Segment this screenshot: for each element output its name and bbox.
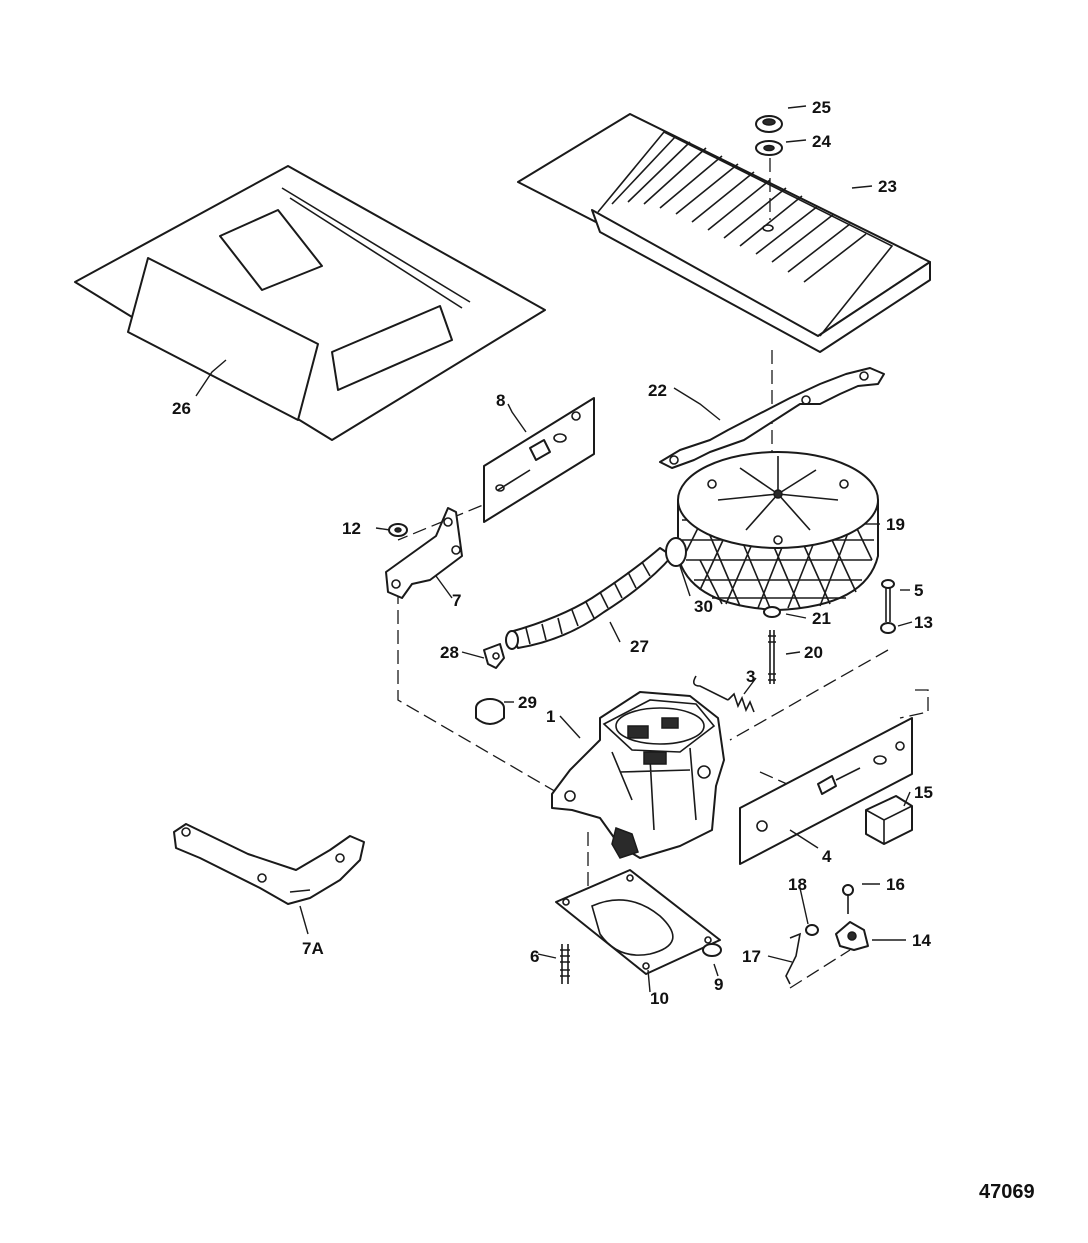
callout-20: 20 bbox=[804, 643, 823, 662]
part-27-hose[interactable] bbox=[505, 547, 673, 650]
callout-28: 28 bbox=[440, 643, 459, 662]
callout-14: 14 bbox=[912, 931, 931, 950]
callout-3: 3 bbox=[746, 667, 755, 686]
part-14-choke[interactable] bbox=[835, 921, 869, 951]
part-6-stud[interactable] bbox=[560, 944, 570, 984]
callout-30: 30 bbox=[694, 597, 713, 616]
callout-4: 4 bbox=[822, 847, 832, 866]
callout-15: 15 bbox=[914, 783, 933, 802]
callout-24: 24 bbox=[812, 132, 831, 151]
callout-17: 17 bbox=[742, 947, 761, 966]
part-21-washer[interactable] bbox=[763, 606, 781, 618]
callout-5: 5 bbox=[914, 581, 923, 600]
part-26-cover-plate[interactable] bbox=[74, 165, 546, 441]
callout-27: 27 bbox=[630, 637, 649, 656]
callout-26: 26 bbox=[172, 399, 191, 418]
part-13-nut[interactable] bbox=[880, 622, 896, 634]
part-23-finned-cover[interactable] bbox=[517, 113, 931, 353]
callout-19: 19 bbox=[886, 515, 905, 534]
part-4-plate[interactable] bbox=[739, 717, 913, 865]
assembly-line-left bbox=[397, 497, 571, 801]
part-24-washer[interactable] bbox=[755, 140, 783, 156]
part-3-spring[interactable] bbox=[692, 675, 755, 713]
part-20-stud[interactable] bbox=[768, 630, 776, 684]
leader-lines bbox=[195, 105, 913, 993]
assembly-line-choke bbox=[789, 949, 851, 989]
callout-8: 8 bbox=[496, 391, 505, 410]
part-25-nut[interactable] bbox=[755, 115, 783, 133]
figure-number: 47069 bbox=[979, 1181, 1035, 1203]
callout-7: 7 bbox=[452, 591, 461, 610]
part-29-plug[interactable] bbox=[475, 698, 505, 725]
callout-29: 29 bbox=[518, 693, 537, 712]
assembly-line-right bbox=[587, 649, 929, 890]
callout-22: 22 bbox=[648, 381, 667, 400]
callout-6: 6 bbox=[530, 947, 539, 966]
callout-16: 16 bbox=[886, 875, 905, 894]
part-30-clamp[interactable] bbox=[665, 537, 687, 567]
callout-21: 21 bbox=[812, 609, 831, 628]
callout-10: 10 bbox=[650, 989, 669, 1008]
callout-25: 25 bbox=[812, 98, 831, 117]
part-10-gasket[interactable] bbox=[555, 869, 721, 975]
part-9-washer[interactable] bbox=[702, 943, 722, 957]
part-18-washer[interactable] bbox=[805, 924, 819, 936]
callout-18: 18 bbox=[788, 875, 807, 894]
part-8-plate[interactable] bbox=[483, 397, 595, 523]
part-22-bracket[interactable] bbox=[659, 367, 885, 469]
part-12-nut[interactable] bbox=[388, 523, 408, 537]
part-1-carburetor[interactable] bbox=[551, 691, 725, 859]
part-19-flame-arrestor[interactable] bbox=[677, 451, 879, 611]
part-7a-bracket[interactable] bbox=[173, 823, 365, 905]
callout-12: 12 bbox=[342, 519, 361, 538]
callout-13: 13 bbox=[914, 613, 933, 632]
callout-9: 9 bbox=[714, 975, 723, 994]
part-7-bracket[interactable] bbox=[385, 507, 463, 599]
part-15-block[interactable] bbox=[865, 795, 913, 845]
part-16-screw[interactable] bbox=[842, 884, 854, 914]
part-17-rod[interactable] bbox=[785, 932, 802, 985]
callout-23: 23 bbox=[878, 177, 897, 196]
part-5-bolt[interactable] bbox=[881, 579, 895, 622]
callout-1: 1 bbox=[546, 707, 555, 726]
callout-7a: 7A bbox=[302, 939, 324, 958]
part-28-fitting[interactable] bbox=[483, 643, 505, 669]
